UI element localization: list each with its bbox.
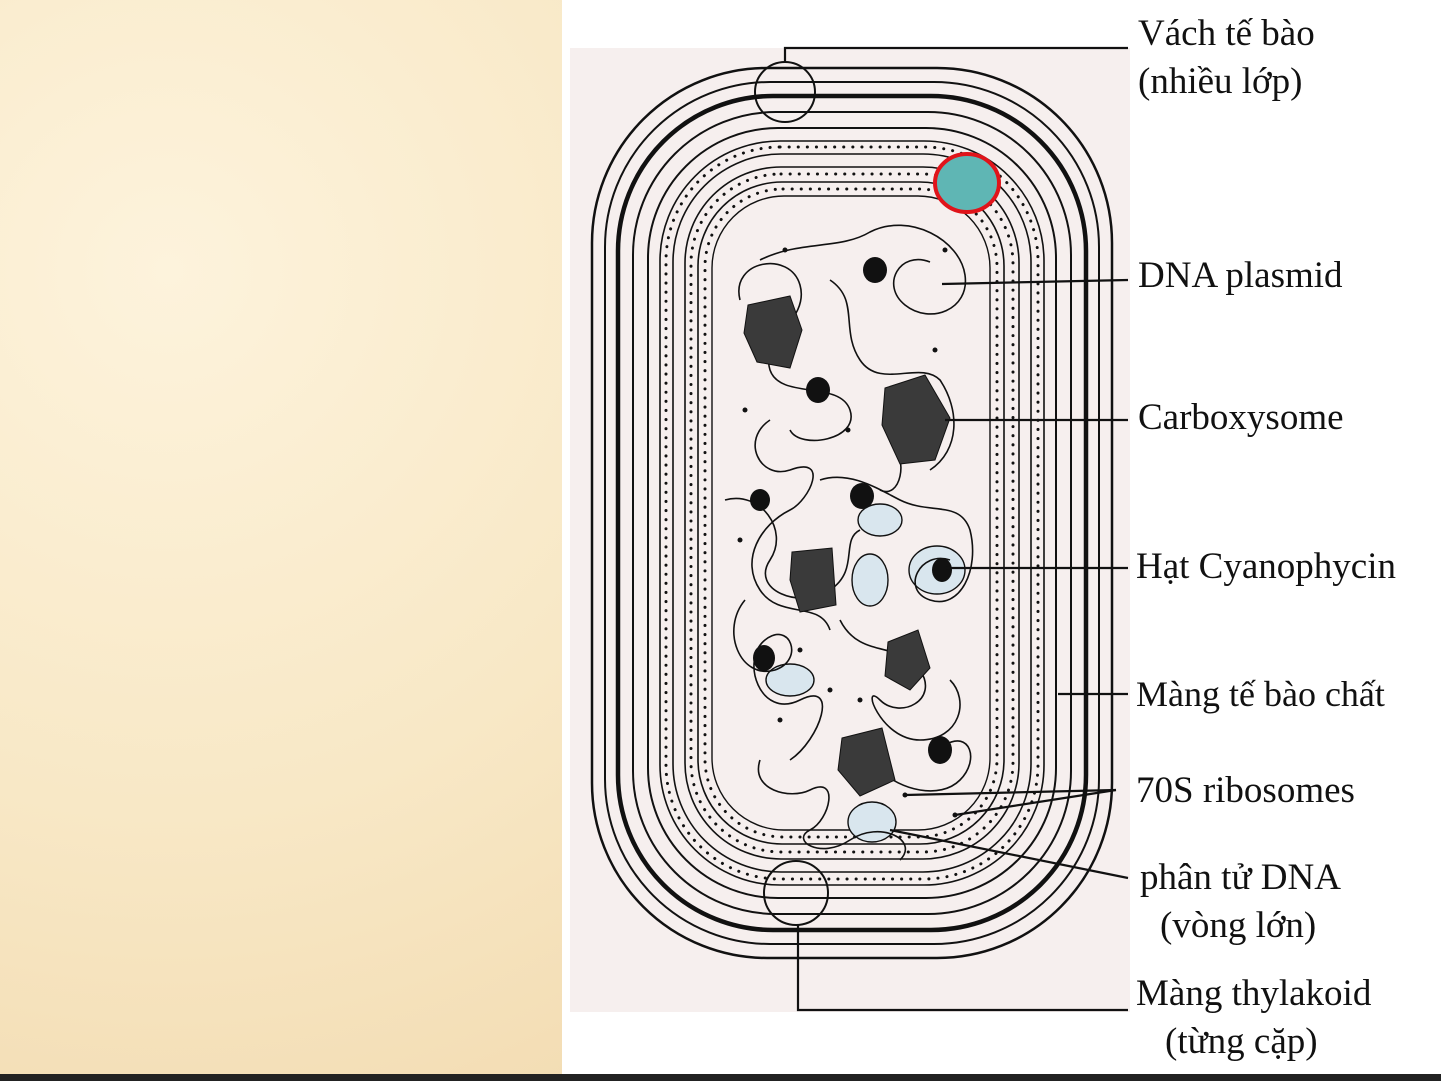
label-cyanophycin: Hạt Cyanophycin xyxy=(1136,543,1396,591)
label-dna-plasmid: DNA plasmid xyxy=(1138,252,1343,300)
label-thylakoid-sub: (từng cặp) xyxy=(1165,1018,1318,1066)
diagram-backdrop xyxy=(570,48,1130,1012)
label-plasma-membrane: Màng tế bào chất xyxy=(1136,670,1385,718)
label-ribosomes: 70S ribosomes xyxy=(1136,767,1355,815)
bottom-bar xyxy=(0,1074,1441,1081)
label-cell-wall-sub: (nhiều lớp) xyxy=(1138,58,1302,106)
label-dna-molecule: phân tử DNA xyxy=(1140,854,1341,902)
label-thylakoid: Màng thylakoid xyxy=(1136,970,1371,1018)
highlight-marker xyxy=(935,154,999,212)
label-dna-molecule-sub: (vòng lớn) xyxy=(1160,902,1316,950)
label-cell-wall: Vách tế bào xyxy=(1138,10,1315,58)
label-carboxysome: Carboxysome xyxy=(1138,394,1344,442)
